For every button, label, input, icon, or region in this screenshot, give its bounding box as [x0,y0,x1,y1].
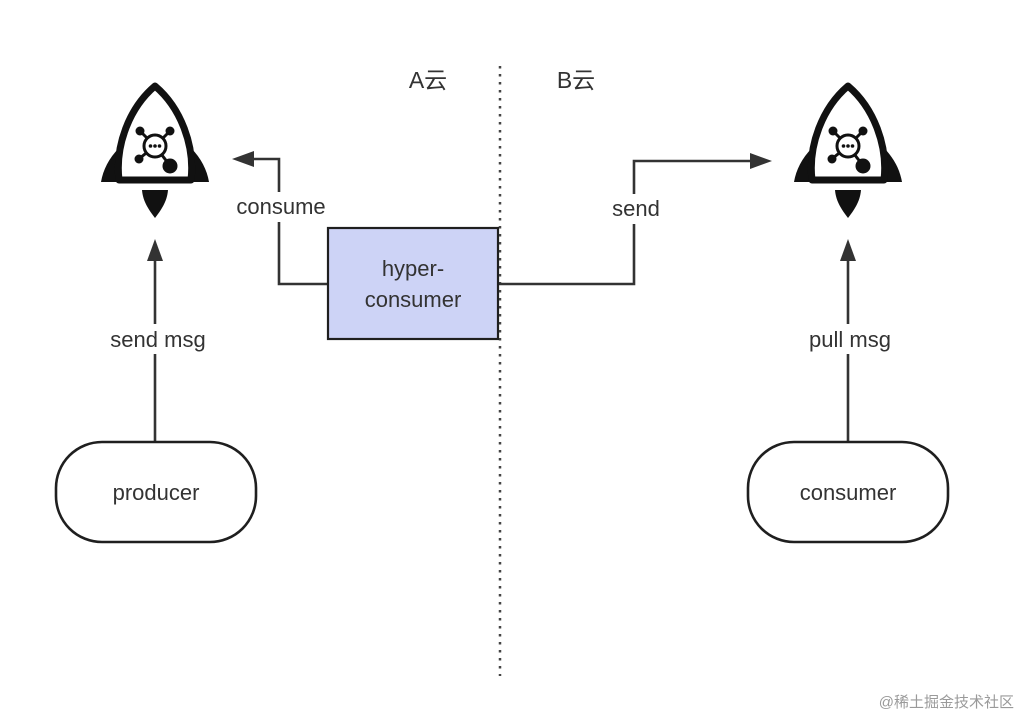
hyper-consumer-label-line2: consumer [365,287,462,312]
producer-label: producer [113,480,200,505]
right-broker-rocket-icon [794,86,902,218]
producer-node: producer [54,440,258,544]
hyper-consumer-node: hyper- consumer [326,226,500,341]
consumer-label: consumer [800,480,897,505]
region-label-left: A云 [409,67,447,93]
edge-label-consume: consume [236,194,325,219]
send-msg-arrowhead [147,239,163,261]
watermark: @稀土掘金技术社区 [879,694,1014,711]
consumer-node: consumer [746,440,950,544]
region-label-right: B云 [557,67,595,93]
consume-arrowhead [232,151,254,167]
hyper-consumer-label-line1: hyper- [382,256,444,281]
send-arrowhead [750,153,772,169]
left-broker-rocket-icon [101,86,209,218]
pull-msg-arrowhead [840,239,856,261]
edge-label-send-msg: send msg [110,327,205,352]
edge-label-pull-msg: pull msg [809,327,891,352]
edge-label-send: send [612,196,660,221]
